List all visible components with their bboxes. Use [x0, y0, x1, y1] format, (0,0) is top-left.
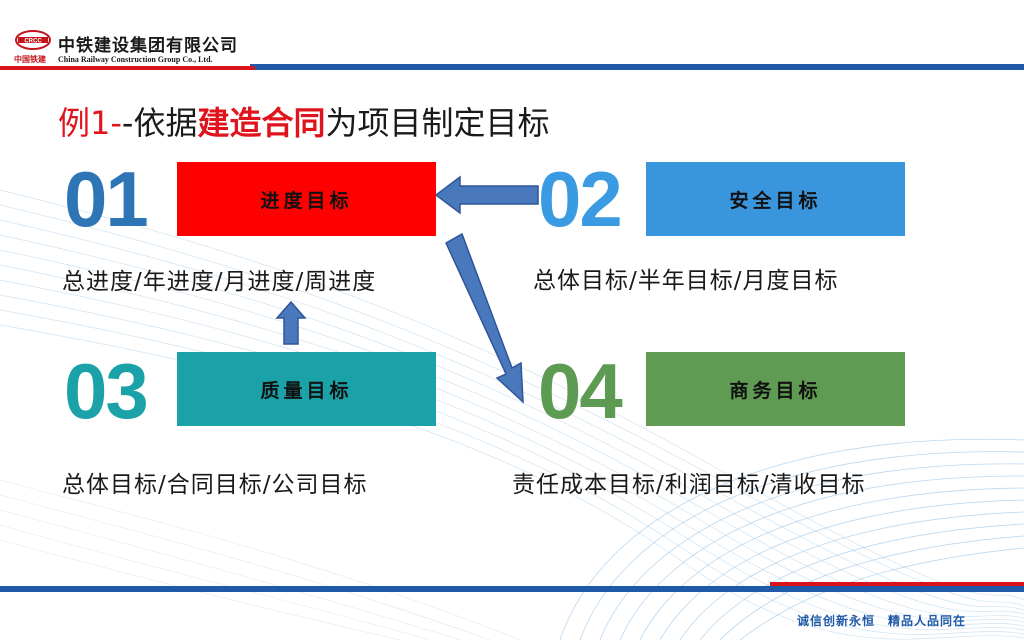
arrow-diagonal-icon: [446, 234, 523, 402]
schedule-target-desc: 总进度/年进度/月进度/周进度: [62, 262, 376, 296]
safety-target-box: 安全目标: [646, 162, 905, 236]
arrow-left-icon: [436, 177, 538, 213]
number-02: 02: [538, 160, 621, 238]
business-target-desc: 责任成本目标/利润目标/清收目标: [512, 465, 866, 499]
footer-stripe-blue: [0, 586, 1024, 592]
footer-slogan: 诚信创新永恒 精品人品同在: [797, 612, 966, 629]
quality-target-desc: 总体目标/合同目标/公司目标: [62, 465, 368, 499]
business-target-box: 商务目标: [646, 352, 905, 426]
arrow-up-icon: [277, 302, 305, 344]
number-04: 04: [538, 352, 621, 430]
number-03: 03: [64, 352, 147, 430]
number-01: 01: [64, 160, 147, 238]
schedule-target-box: 进度目标: [177, 162, 436, 236]
quality-target-box: 质量目标: [177, 352, 436, 426]
safety-target-desc: 总体目标/半年目标/月度目标: [533, 261, 839, 295]
